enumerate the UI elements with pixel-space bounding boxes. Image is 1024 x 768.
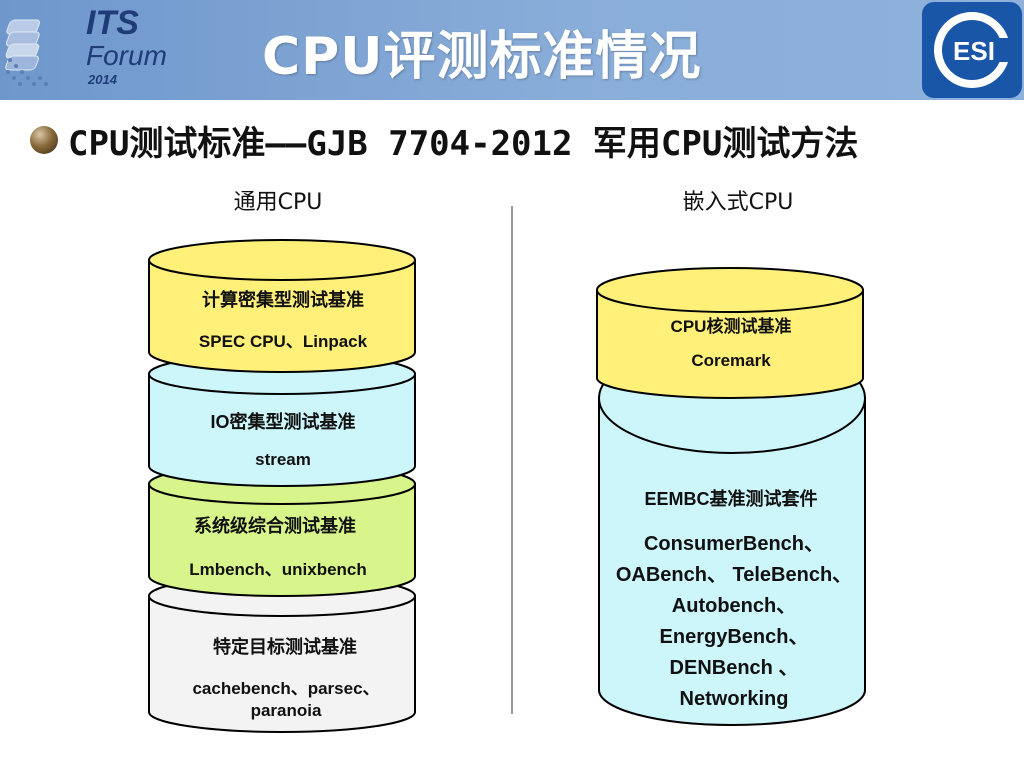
forum-logo-text: Forum <box>86 40 167 71</box>
column-divider <box>511 206 513 714</box>
its-forum-logo: ITS Forum 2014 <box>0 0 200 100</box>
layer-cpu-core-name: CPU核测试基准 <box>670 317 792 336</box>
layer-compute-items: SPEC CPU、Linpack <box>198 332 368 351</box>
layer-system-items: Lmbench、unixbench <box>189 560 367 579</box>
layer-io-name: IO密集型测试基准 <box>210 412 356 432</box>
page-title: CPU评测标准情况 <box>262 27 702 87</box>
eembc-line: EnergyBench、 <box>659 626 809 648</box>
embedded-cpu-title: 嵌入式CPU <box>682 190 794 215</box>
layer-cpu-core-items: Coremark <box>691 351 771 370</box>
esi-logo-text: ESI <box>953 36 995 66</box>
layer-eembc-list: ConsumerBench、 OABench、 TeleBench、 Autob… <box>596 529 872 715</box>
eembc-line: Autobench、 <box>671 595 797 617</box>
eembc-line: Networking <box>679 688 789 710</box>
forum-year-text: 2014 <box>88 72 117 87</box>
esi-logo-icon: ESI <box>922 2 1022 98</box>
layer-io-items: stream <box>255 450 311 469</box>
header-bar: ITS Forum 2014 CPU评测标准情况 ESI <box>0 0 1024 100</box>
cylinder-layer-cpu-core <box>596 267 864 399</box>
headline-text: CPU测试标准——GJB 7704-2012 军用CPU测试方法 <box>68 124 859 164</box>
cylinder-layer-compute <box>148 239 416 373</box>
eembc-line: ConsumerBench、 <box>643 533 825 555</box>
layer-specific-name: 特定目标测试基准 <box>213 637 357 657</box>
layer-system-name: 系统级综合测试基准 <box>194 516 356 536</box>
layer-specific-items: cachebench、parsec、paranoia <box>192 679 380 720</box>
layer-eembc-name: EEMBC基准测试套件 <box>644 489 818 509</box>
its-tiles-icon <box>5 19 48 86</box>
eembc-line: DENBench 、 <box>669 657 799 679</box>
general-cpu-title: 通用CPU <box>233 190 323 215</box>
its-logo-text: ITS <box>86 4 139 42</box>
eembc-line: OABench、 TeleBench、 <box>615 564 853 586</box>
bullet-sphere-icon <box>30 126 58 154</box>
layer-compute-name: 计算密集型测试基准 <box>202 290 364 310</box>
